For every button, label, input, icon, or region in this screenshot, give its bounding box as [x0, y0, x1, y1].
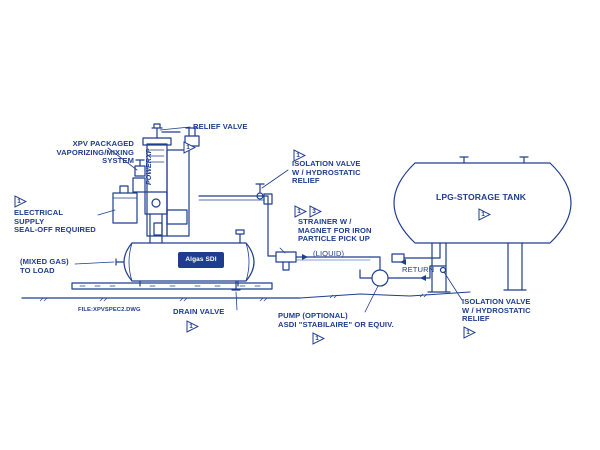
isolation-valve-bottom-label: ISOLATION VALVE W / HYDROSTATIC RELIEF — [462, 297, 531, 324]
ground-line-right — [299, 291, 471, 299]
strainer — [275, 251, 297, 263]
electrical-cabinet — [112, 192, 138, 224]
callout-pump: 1 — [312, 332, 325, 345]
callout-isolation-valve-bottom: 1 — [463, 326, 476, 339]
pump — [371, 269, 389, 287]
algas-badge-text: Algas SDI — [185, 256, 217, 263]
xpv-system-label: XPV PACKAGED VAPORIZING/MIXING SYSTEM — [56, 139, 134, 166]
callout-drain-valve: 1 — [186, 320, 199, 333]
relief-valve-label: RELIEF VALVE — [193, 122, 248, 131]
vaporizer-cabinet — [166, 149, 190, 237]
lpg-storage-tank — [393, 162, 572, 244]
vaporizer-brand-text: POWERXP — [146, 148, 153, 185]
file-name-label: FILE:XPVSPEC2.DWG — [78, 307, 141, 313]
callout-electrical: 1 — [14, 195, 27, 208]
electrical-supply-label: ELECTRICAL SUPPLY SEAL-OFF REQUIRED — [14, 208, 96, 235]
mixer-skid — [71, 282, 273, 290]
strainer-label: STRAINER W / MAGNET FOR IRON PARTICLE PI… — [298, 217, 372, 244]
isolation-valve-top-label: ISOLATION VALVE W / HYDROSTATIC RELIEF — [292, 159, 361, 186]
callout-lpg-tank: 1 — [478, 208, 491, 221]
drain-valve-label: DRAIN VALVE — [173, 307, 225, 316]
return-line — [397, 265, 439, 279]
return-label: RETURN — [402, 265, 435, 274]
callout-isolation-valve-top: 1 — [293, 149, 306, 162]
pump-label: PUMP (OPTIONAL) ASDI "STABILAIRE" OR EQU… — [278, 311, 394, 329]
lpg-tank-label: LPG-STORAGE TANK — [436, 192, 527, 202]
callout-strainer-3: 3 — [309, 205, 322, 218]
algas-badge: Algas SDI — [178, 252, 224, 268]
mixed-gas-label: (MIXED GAS) TO LOAD — [20, 257, 69, 275]
liquid-label: (LIQUID) — [313, 249, 345, 258]
callout-relief-valve: 1 — [183, 141, 196, 154]
callout-strainer-1: 1 — [294, 205, 307, 218]
liquid-line-upper — [198, 195, 277, 257]
